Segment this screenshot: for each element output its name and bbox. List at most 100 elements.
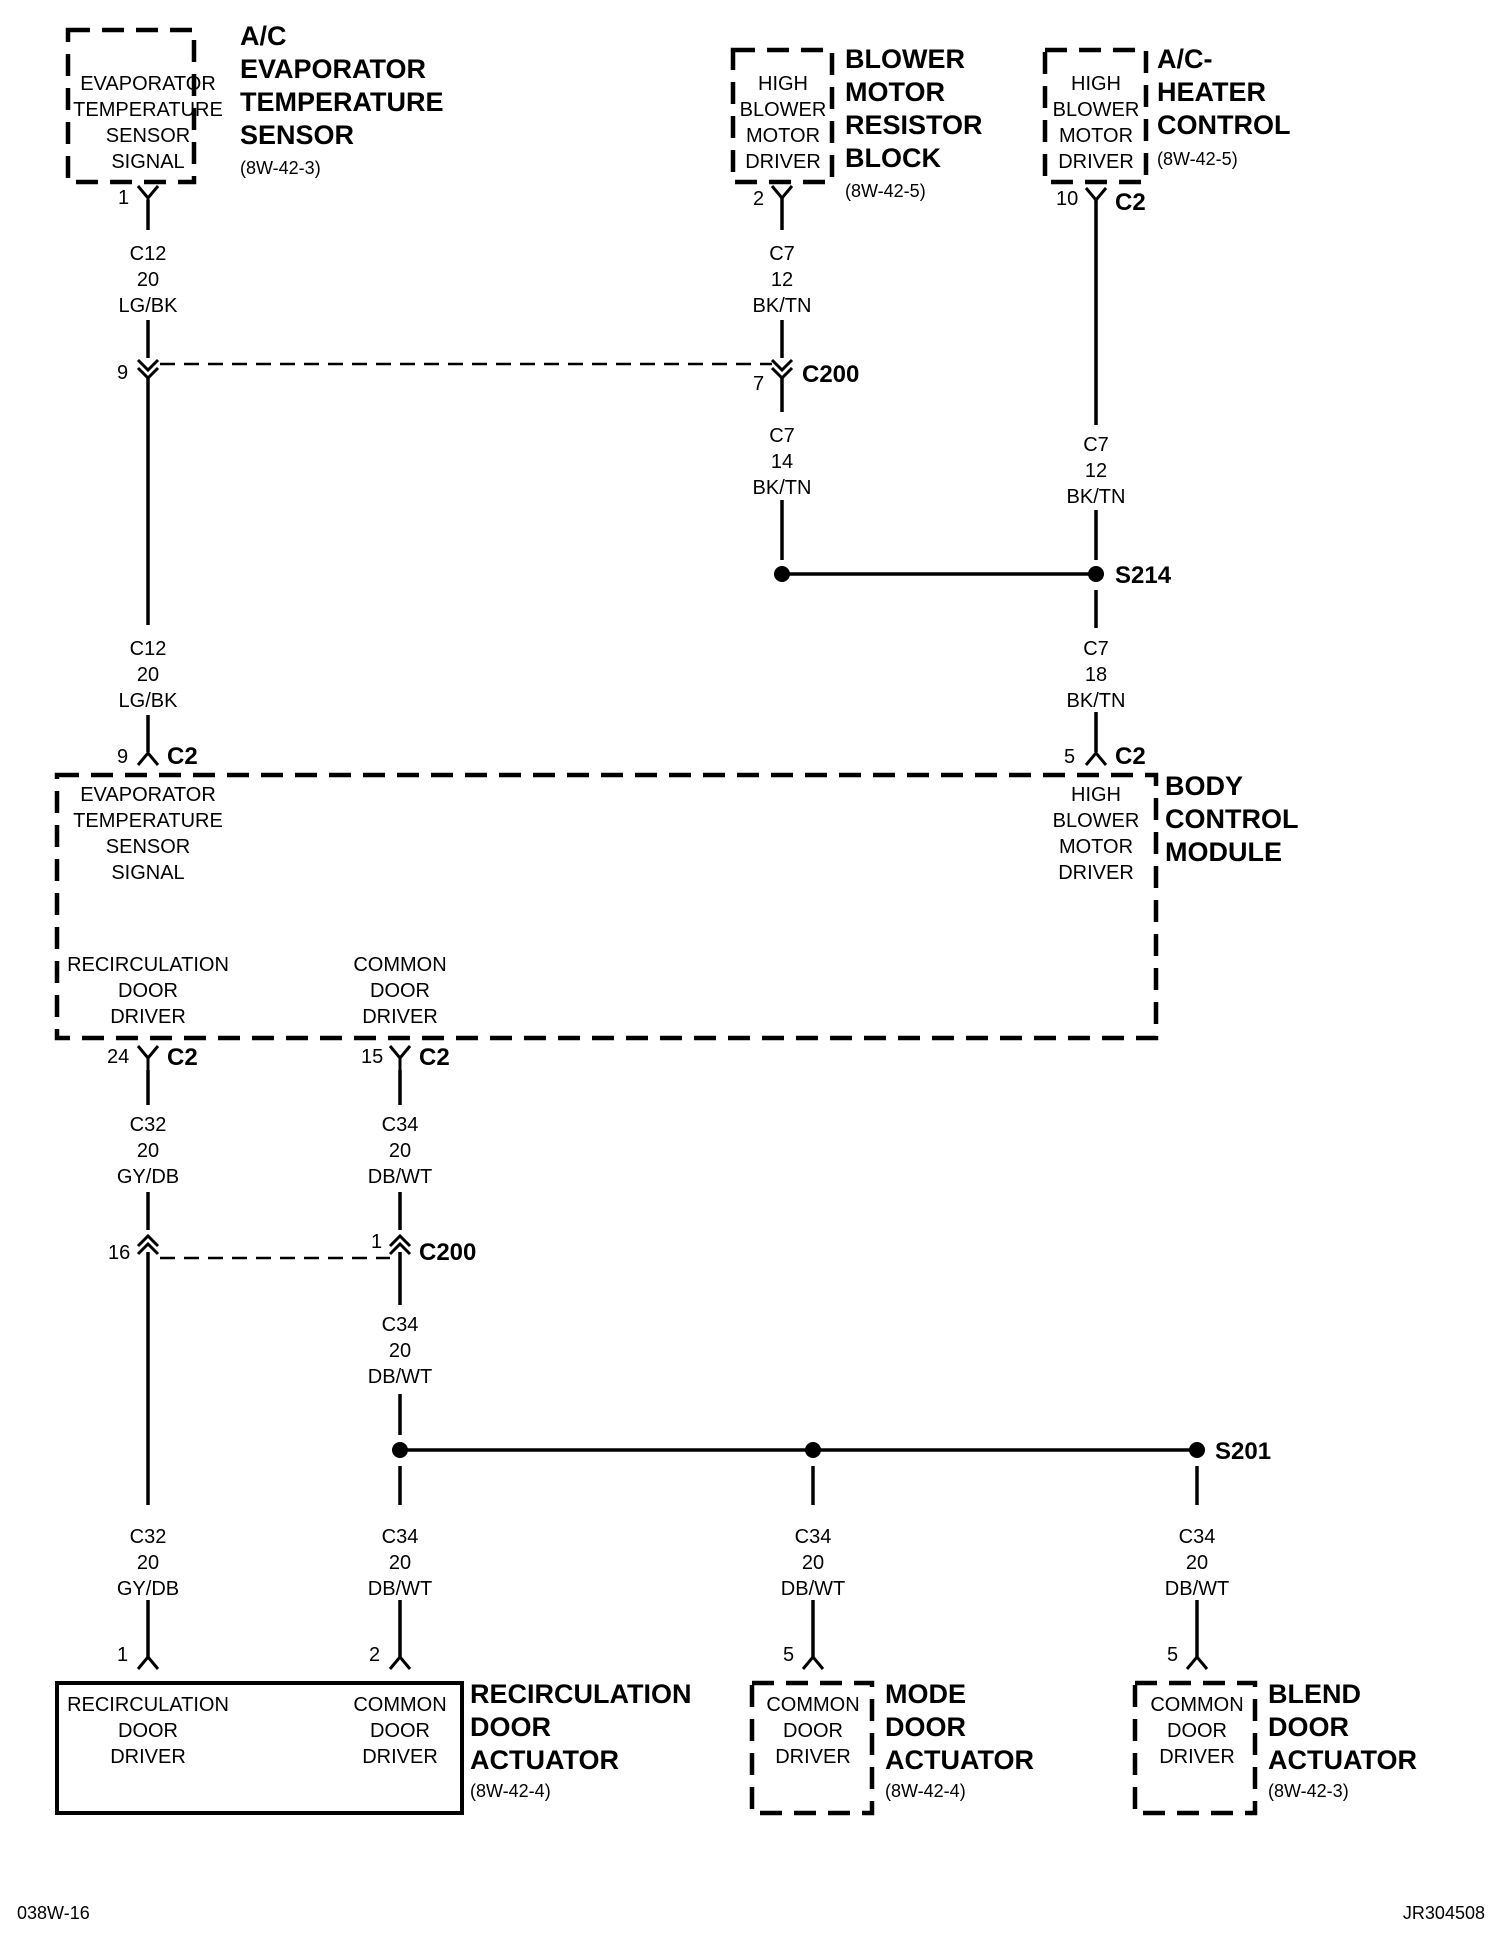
wire-label: C7 18 BK/TN xyxy=(1067,638,1126,712)
svg-text:12: 12 xyxy=(771,269,793,291)
svg-text:C7: C7 xyxy=(1083,434,1109,456)
svg-text:MOTOR: MOTOR xyxy=(1059,836,1133,858)
svg-text:20: 20 xyxy=(137,269,159,291)
pin-label: 5 xyxy=(1064,746,1075,768)
svg-text:SENSOR: SENSOR xyxy=(106,125,190,147)
wire-label: C12 20 LG/BK xyxy=(119,243,179,317)
wire-label: C32 20 GY/DB xyxy=(117,1526,179,1600)
svg-text:ACTUATOR: ACTUATOR xyxy=(885,1745,1034,1775)
mode-actuator-box-label: COMMON DOOR DRIVER xyxy=(766,1694,859,1768)
svg-text:20: 20 xyxy=(1186,1552,1208,1574)
svg-text:DB/WT: DB/WT xyxy=(368,1366,432,1388)
wire-label: C7 12 BK/TN xyxy=(753,243,812,317)
svg-text:BLOWER: BLOWER xyxy=(1053,810,1140,832)
svg-text:20: 20 xyxy=(389,1340,411,1362)
svg-text:BK/TN: BK/TN xyxy=(1067,486,1126,508)
bcm-recirc-driver-label: RECIRCULATION DOOR DRIVER xyxy=(67,954,229,1028)
svg-text:SIGNAL: SIGNAL xyxy=(111,151,184,173)
svg-text:ACTUATOR: ACTUATOR xyxy=(470,1745,619,1775)
svg-text:ACTUATOR: ACTUATOR xyxy=(1268,1745,1417,1775)
pin-label: 1 xyxy=(117,1644,128,1666)
splice-dot xyxy=(805,1442,821,1458)
pin-label: 2 xyxy=(369,1644,380,1666)
connector-label: C2 xyxy=(419,1044,450,1071)
wire-label: C7 14 BK/TN xyxy=(753,425,812,499)
svg-text:20: 20 xyxy=(389,1552,411,1574)
svg-text:C34: C34 xyxy=(382,1114,419,1136)
connector-label: C2 xyxy=(167,743,198,770)
footer-right: JR304508 xyxy=(1403,1903,1485,1923)
splice-s214-dot xyxy=(1088,566,1104,582)
splice-dot xyxy=(774,566,790,582)
heater-control-title: A/C- HEATER CONTROL (8W-42-5) xyxy=(1157,44,1290,169)
svg-text:HIGH: HIGH xyxy=(1071,73,1121,95)
svg-text:TEMPERATURE: TEMPERATURE xyxy=(73,99,223,121)
svg-text:DOOR: DOOR xyxy=(885,1712,966,1742)
splice-s201-label: S201 xyxy=(1215,1438,1271,1465)
svg-text:(8W-42-4): (8W-42-4) xyxy=(885,1781,966,1801)
svg-text:12: 12 xyxy=(1085,460,1107,482)
svg-text:LG/BK: LG/BK xyxy=(119,690,179,712)
svg-text:HEATER: HEATER xyxy=(1157,77,1266,107)
svg-text:DOOR: DOOR xyxy=(783,1720,843,1742)
svg-text:BLOCK: BLOCK xyxy=(845,143,941,173)
c200-bottom-label: C200 xyxy=(419,1239,476,1266)
svg-text:(8W-42-3): (8W-42-3) xyxy=(240,158,321,178)
svg-text:DRIVER: DRIVER xyxy=(1058,151,1134,173)
svg-text:SIGNAL: SIGNAL xyxy=(111,862,184,884)
svg-text:C32: C32 xyxy=(130,1114,167,1136)
svg-text:18: 18 xyxy=(1085,664,1107,686)
svg-text:CONTROL: CONTROL xyxy=(1165,804,1298,834)
recirc-actuator-box xyxy=(55,1681,464,1815)
svg-text:20: 20 xyxy=(137,664,159,686)
pin-label: 5 xyxy=(783,1644,794,1666)
pin-label: 7 xyxy=(753,373,764,395)
pin-label: 24 xyxy=(107,1046,129,1068)
svg-text:C7: C7 xyxy=(1083,638,1109,660)
c200-top-label: C200 xyxy=(802,361,859,388)
svg-text:14: 14 xyxy=(771,451,793,473)
svg-text:CONTROL: CONTROL xyxy=(1157,110,1290,140)
svg-text:MODE: MODE xyxy=(885,1679,966,1709)
heater-control-box xyxy=(1042,47,1149,185)
bcm-high-blower-label: HIGH BLOWER MOTOR DRIVER xyxy=(1053,784,1140,884)
connector-label: C2 xyxy=(1115,743,1146,770)
bcm-box xyxy=(54,772,1159,1041)
svg-text:DOOR: DOOR xyxy=(370,1720,430,1742)
svg-text:HIGH: HIGH xyxy=(758,73,808,95)
svg-text:RECIRCULATION: RECIRCULATION xyxy=(470,1679,691,1709)
svg-text:DRIVER: DRIVER xyxy=(775,1746,851,1768)
svg-text:BK/TN: BK/TN xyxy=(753,295,812,317)
svg-text:(8W-42-3): (8W-42-3) xyxy=(1268,1781,1349,1801)
heater-control-box-label: HIGH BLOWER MOTOR DRIVER xyxy=(1053,73,1140,173)
pin-label: 9 xyxy=(117,746,128,768)
blend-actuator-box xyxy=(1132,1680,1258,1816)
svg-text:(8W-42-5): (8W-42-5) xyxy=(1157,149,1238,169)
svg-text:DOOR: DOOR xyxy=(1167,1720,1227,1742)
svg-text:BK/TN: BK/TN xyxy=(753,477,812,499)
svg-text:LG/BK: LG/BK xyxy=(119,295,179,317)
svg-text:BLOWER: BLOWER xyxy=(845,44,965,74)
svg-text:DOOR: DOOR xyxy=(1268,1712,1349,1742)
svg-text:SENSOR: SENSOR xyxy=(240,120,354,150)
evap-sensor-box xyxy=(65,27,197,185)
svg-text:C34: C34 xyxy=(382,1526,419,1548)
bcm-common-driver-label: COMMON DOOR DRIVER xyxy=(353,954,446,1028)
splice-s214-label: S214 xyxy=(1115,562,1172,589)
svg-text:BLOWER: BLOWER xyxy=(1053,99,1140,121)
svg-text:DB/WT: DB/WT xyxy=(368,1166,432,1188)
svg-text:DB/WT: DB/WT xyxy=(368,1578,432,1600)
svg-text:C34: C34 xyxy=(1179,1526,1216,1548)
svg-text:C34: C34 xyxy=(795,1526,832,1548)
wire-label: C34 20 DB/WT xyxy=(1165,1526,1229,1600)
svg-text:COMMON: COMMON xyxy=(353,1694,446,1716)
svg-text:C12: C12 xyxy=(130,638,167,660)
svg-text:EVAPORATOR: EVAPORATOR xyxy=(80,784,216,806)
svg-text:BK/TN: BK/TN xyxy=(1067,690,1126,712)
evap-sensor-title: A/C EVAPORATOR TEMPERATURE SENSOR (8W-42… xyxy=(240,21,444,178)
resistor-block-box xyxy=(730,47,835,185)
svg-text:EVAPORATOR: EVAPORATOR xyxy=(240,54,426,84)
svg-text:COMMON: COMMON xyxy=(353,954,446,976)
blend-actuator-title: BLEND DOOR ACTUATOR (8W-42-3) xyxy=(1268,1679,1417,1801)
svg-text:TEMPERATURE: TEMPERATURE xyxy=(73,810,223,832)
